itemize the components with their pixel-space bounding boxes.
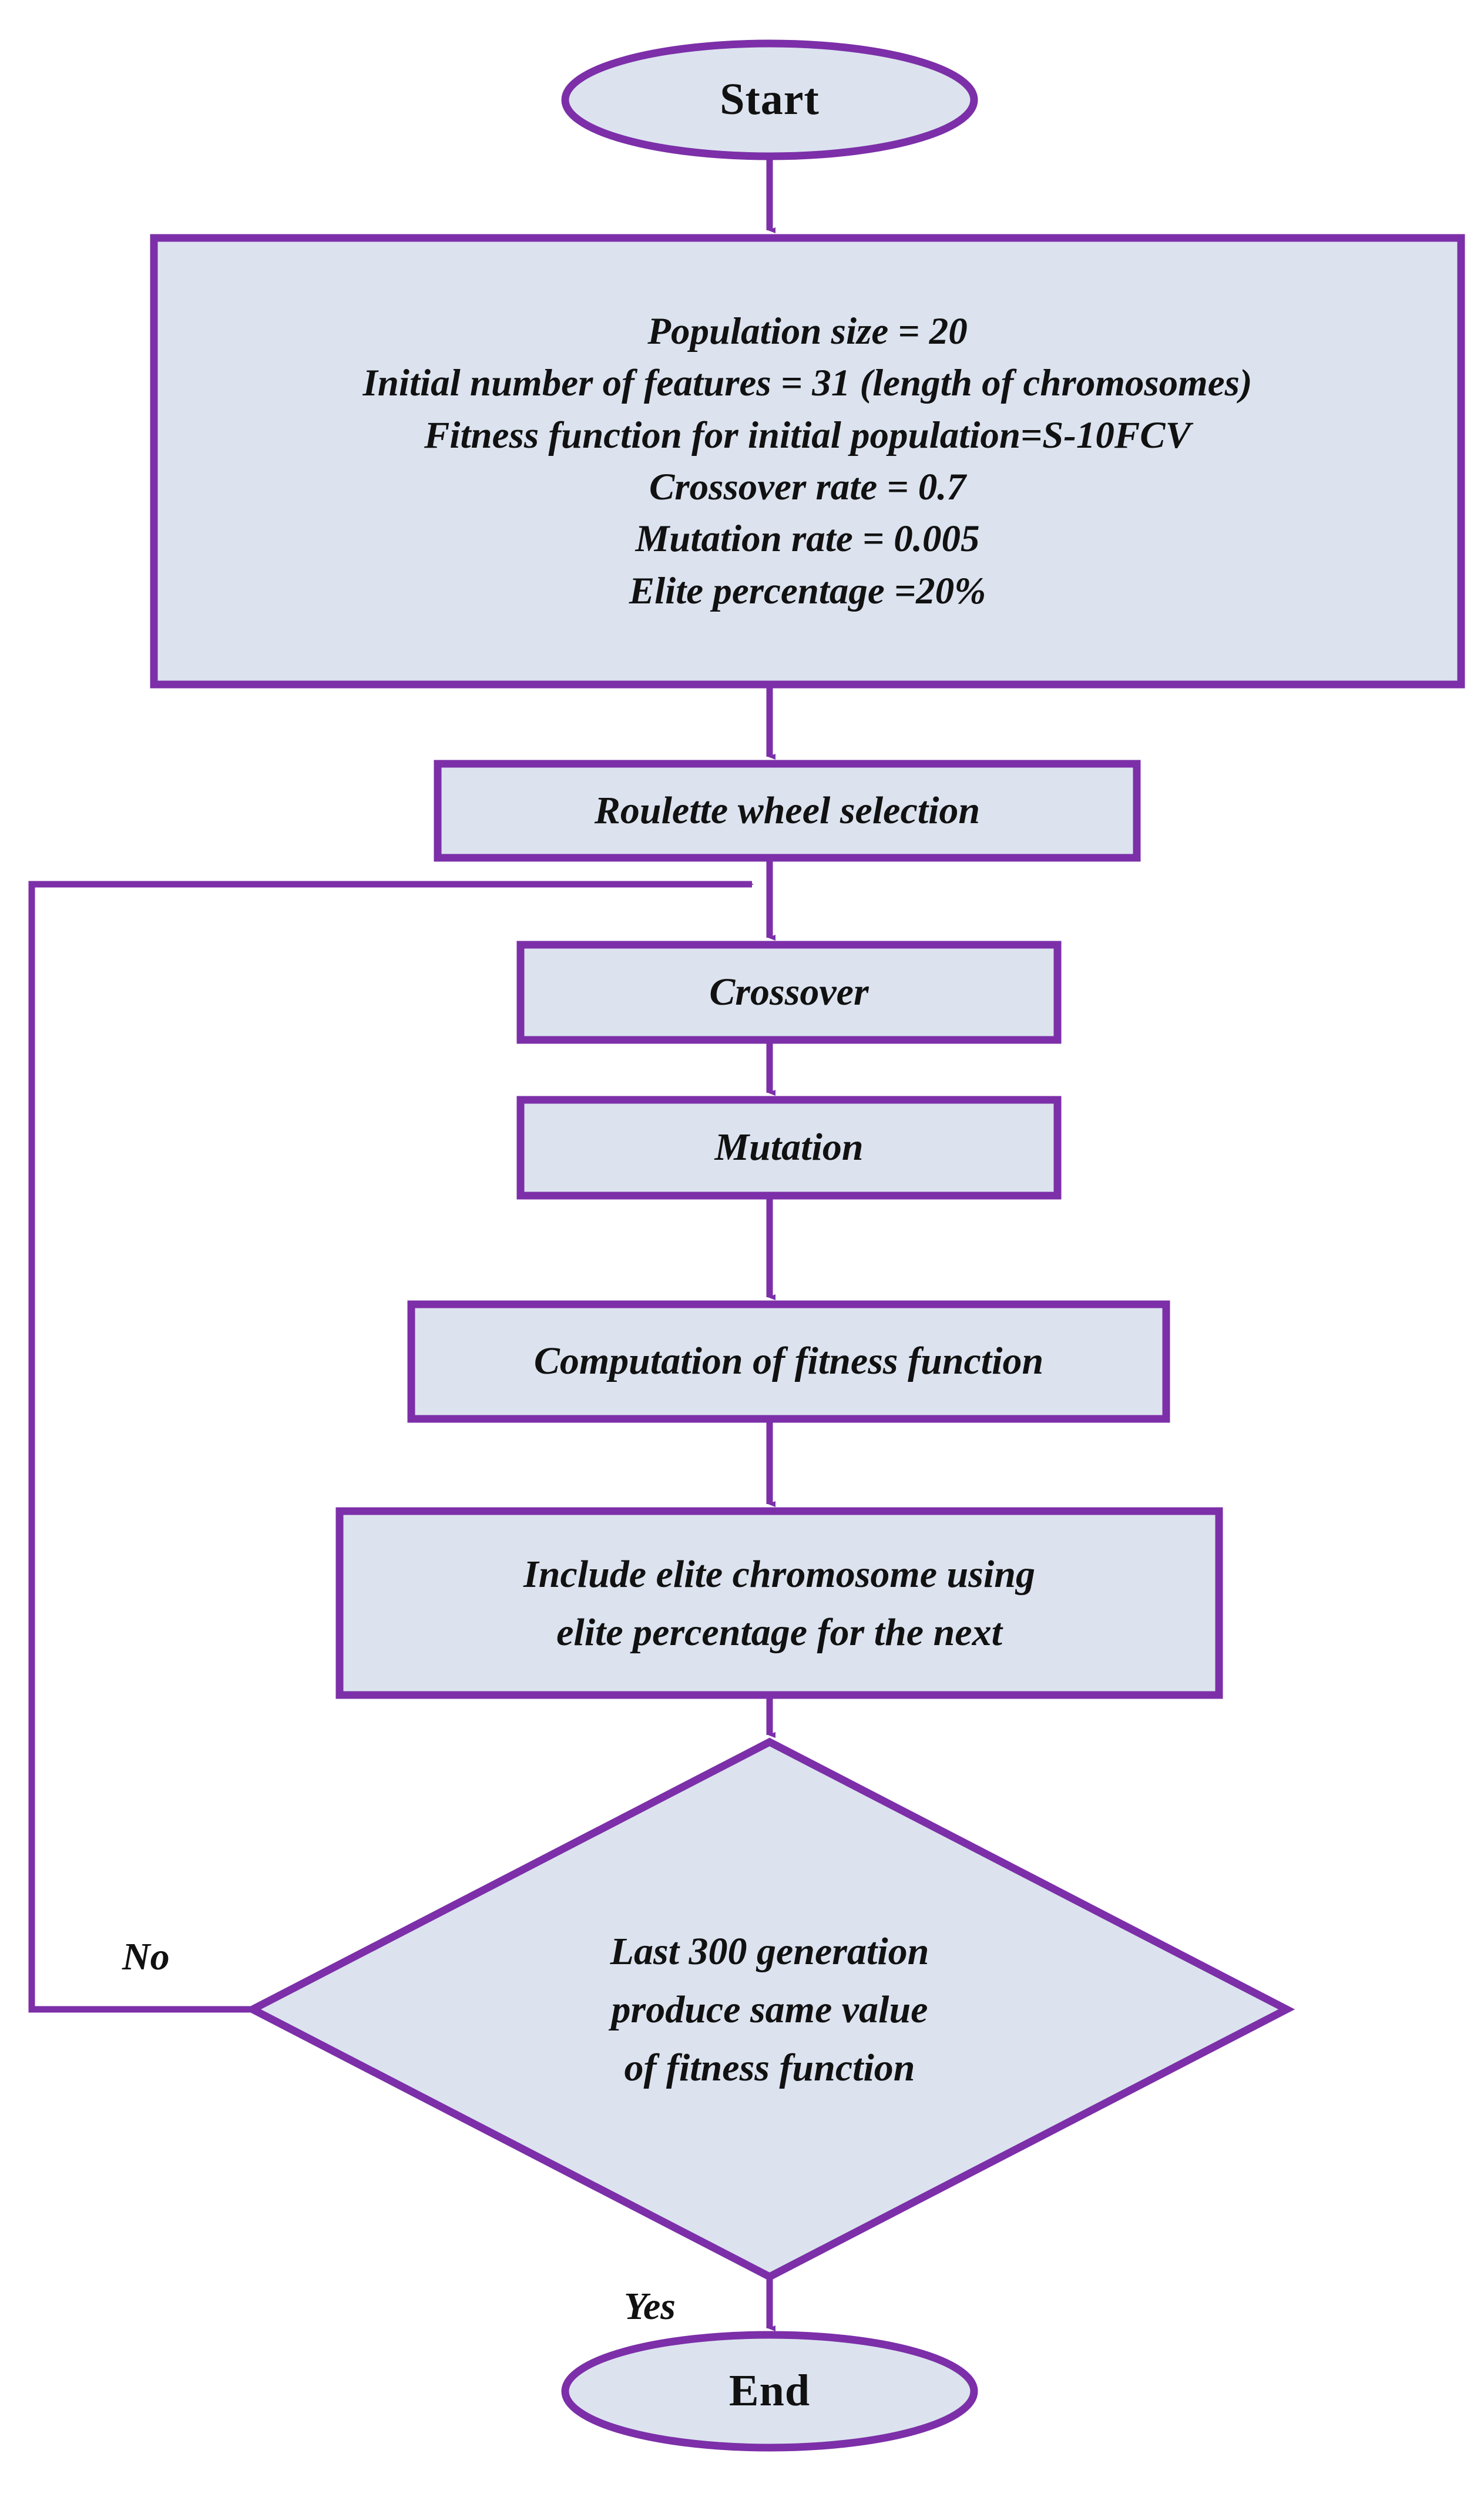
node-decision-shape — [244, 1737, 1295, 2281]
edge-label-yes: Yes — [624, 2285, 676, 2328]
node-start-shape — [561, 39, 978, 160]
node-elite-shape — [335, 1507, 1223, 1699]
node-end-shape — [561, 2331, 978, 2452]
node-mutation-shape — [516, 1096, 1062, 1200]
edge-label-no: No — [122, 1935, 170, 1978]
node-crossover-shape — [516, 941, 1062, 1044]
node-selection-shape — [434, 760, 1141, 862]
node-fitness-shape — [407, 1300, 1170, 1423]
connector-decision-no-feedback — [28, 881, 754, 2013]
node-parameters-shape — [150, 234, 1465, 689]
